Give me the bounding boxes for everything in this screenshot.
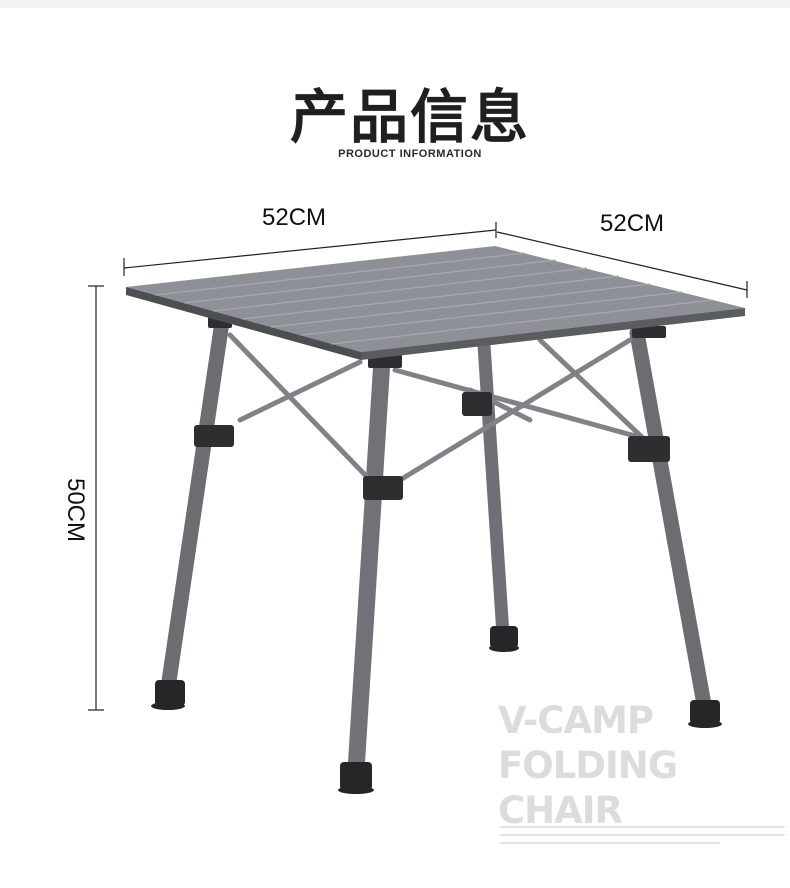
fine-print-line (500, 834, 785, 836)
depth-label: 52CM (600, 210, 665, 237)
page-subtitle: PRODUCT INFORMATION (338, 148, 482, 160)
width-label: 52CM (262, 204, 327, 231)
tabletop (126, 246, 745, 360)
fine-print-line (500, 842, 720, 844)
height-label: 50CM (62, 477, 89, 543)
top-bar (0, 0, 790, 8)
leg-feet (151, 626, 722, 794)
page-title: 产品信息 (289, 83, 530, 151)
dimension-lines (88, 222, 748, 711)
brand-line-3: CHAIR (498, 789, 623, 832)
brand-line-1: V-CAMP (498, 699, 654, 742)
fine-print-line (500, 826, 785, 828)
cross-braces (227, 332, 653, 483)
brand-line-2: FOLDING (498, 744, 678, 787)
brand-watermark: V-CAMP FOLDING CHAIR (498, 698, 678, 833)
